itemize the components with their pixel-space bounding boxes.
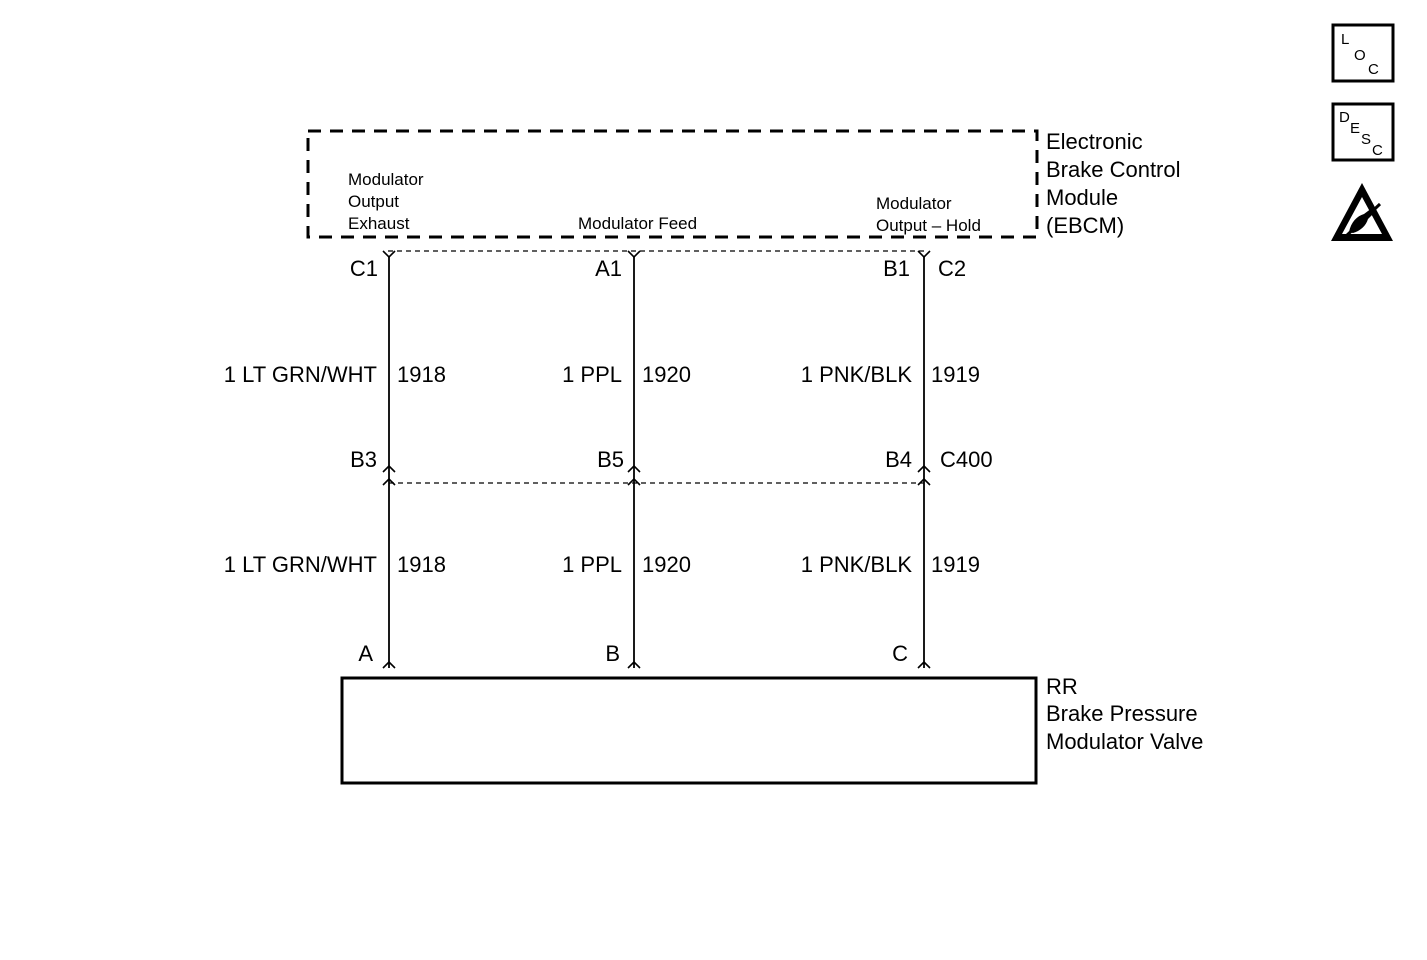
inline-connector-name: C400 xyxy=(940,447,993,472)
desc-letter-4: C xyxy=(1372,142,1383,159)
upper-wire-color-1: 1 LT GRN/WHT xyxy=(224,362,377,387)
desc-letter-2: E xyxy=(1350,120,1360,137)
wire-1919 xyxy=(917,250,931,669)
ebcm-name-line-1: Electronic xyxy=(1046,129,1143,154)
description-icon-frame xyxy=(1331,102,1395,162)
upper-wire-color-3: 1 PNK/BLK xyxy=(801,362,913,387)
upper-circuit-2: 1920 xyxy=(642,362,691,387)
terminal-female xyxy=(917,250,931,259)
valve-pin-c: C xyxy=(892,641,908,666)
lower-circuit-3: 1919 xyxy=(931,552,980,577)
exhaust-label-line-3: Exhaust xyxy=(348,214,410,233)
terminal-female xyxy=(627,250,641,259)
lower-wire-color-2: 1 PPL xyxy=(562,552,622,577)
valve-box xyxy=(340,676,1038,785)
terminal-male xyxy=(627,660,641,669)
lower-wire-color-3: 1 PNK/BLK xyxy=(801,552,913,577)
inline-pin-b3: B3 xyxy=(350,447,377,472)
ebcm-connector-c2: C2 xyxy=(938,256,966,281)
upper-wire-color-2: 1 PPL xyxy=(562,362,622,387)
ebcm-name-line-2: Brake Control xyxy=(1046,157,1181,182)
hold-label-line-1: Modulator xyxy=(876,194,952,213)
lower-wire-color-1: 1 LT GRN/WHT xyxy=(224,552,377,577)
valve-name-line-1: RR xyxy=(1046,674,1078,699)
upper-circuit-3: 1919 xyxy=(931,362,980,387)
exhaust-label-line-1: Modulator xyxy=(348,170,424,189)
valve-pin-a: A xyxy=(358,641,373,666)
hold-label-line-2: Output – Hold xyxy=(876,216,981,235)
valve-name-line-2: Brake Pressure xyxy=(1046,701,1198,726)
esd-strike-line xyxy=(1342,202,1382,240)
feed-label: Modulator Feed xyxy=(578,214,697,233)
wire-1918 xyxy=(382,250,396,669)
lower-circuit-1: 1918 xyxy=(397,552,446,577)
inline-pin-b4: B4 xyxy=(885,447,912,472)
desc-letter-1: D xyxy=(1339,109,1350,126)
ebcm-box xyxy=(306,129,1039,239)
loc-letter-1: L xyxy=(1341,31,1349,48)
loc-letter-2: O xyxy=(1354,47,1366,64)
ebcm-pin-b1: B1 xyxy=(883,256,910,281)
terminal-female xyxy=(382,250,396,259)
valve-name-line-3: Modulator Valve xyxy=(1046,729,1203,754)
desc-letter-3: S xyxy=(1361,131,1371,148)
terminal-male xyxy=(627,464,641,473)
terminal-female xyxy=(627,477,641,486)
location-icon-frame xyxy=(1331,23,1395,83)
terminal-male xyxy=(917,464,931,473)
description-icon[interactable]: D E S C xyxy=(1331,102,1395,162)
ebcm-name-line-4: (EBCM) xyxy=(1046,213,1124,238)
location-icon[interactable]: L O C xyxy=(1331,23,1395,83)
exhaust-label-line-2: Output xyxy=(348,192,399,211)
ebcm-pin-a1: A1 xyxy=(595,256,622,281)
ebcm-connector-c1: C1 xyxy=(350,256,378,281)
inline-pin-b5: B5 xyxy=(597,447,624,472)
wire-1920 xyxy=(627,250,641,669)
esd-warning-icon[interactable] xyxy=(1331,183,1393,241)
upper-circuit-1: 1918 xyxy=(397,362,446,387)
terminal-male xyxy=(382,660,396,669)
valve-pin-b: B xyxy=(605,641,620,666)
lower-circuit-2: 1920 xyxy=(642,552,691,577)
terminal-male xyxy=(917,660,931,669)
ebcm-name-line-3: Module xyxy=(1046,185,1118,210)
loc-letter-3: C xyxy=(1368,61,1379,78)
terminal-male xyxy=(382,464,396,473)
